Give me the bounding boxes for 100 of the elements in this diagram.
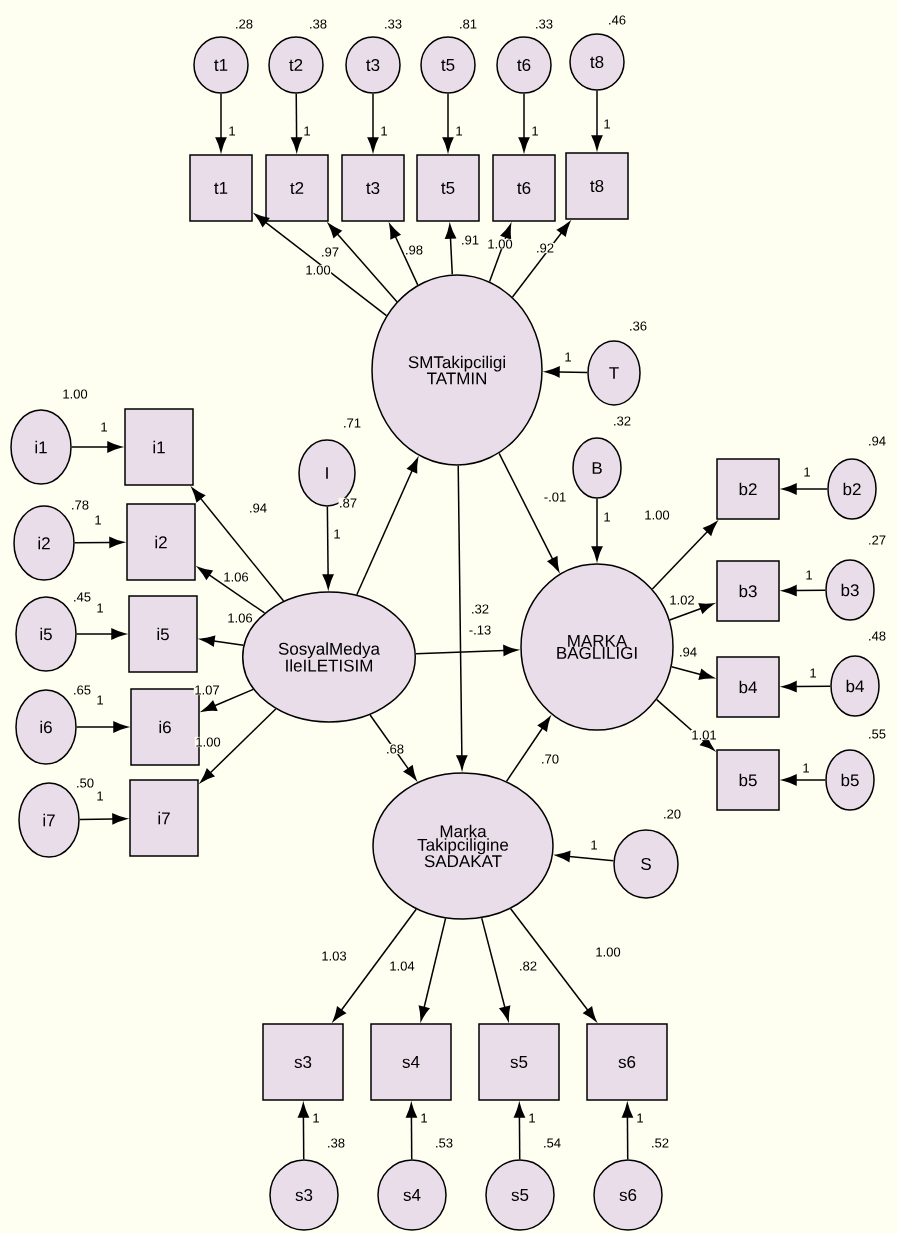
variance-label: .27 bbox=[869, 535, 886, 545]
observed-box: t8 bbox=[565, 152, 629, 220]
arrow bbox=[591, 90, 603, 150]
arrow bbox=[389, 223, 419, 286]
variance-label: .55 bbox=[869, 729, 886, 739]
variance-label: .94 bbox=[869, 436, 886, 446]
arrow bbox=[297, 1103, 309, 1160]
variance-label: .54 bbox=[544, 1138, 561, 1148]
edge-label: .32 bbox=[470, 603, 490, 615]
arrow bbox=[555, 851, 615, 862]
variance-label: .38 bbox=[328, 1138, 345, 1148]
edge-label: 1 bbox=[95, 603, 105, 613]
edge-label: 1 bbox=[311, 1113, 321, 1123]
arrow bbox=[76, 721, 128, 733]
arrow bbox=[651, 521, 718, 590]
arrow bbox=[670, 666, 714, 680]
edge-label: .98 bbox=[404, 244, 424, 256]
edge-label: 1 bbox=[454, 126, 464, 136]
observed-box: b3 bbox=[716, 560, 780, 622]
arrow bbox=[782, 585, 826, 596]
edge-label: 1 bbox=[602, 512, 612, 522]
arrow bbox=[511, 221, 571, 298]
variance-label: .32 bbox=[614, 416, 631, 426]
edge-label: 1 bbox=[419, 1113, 429, 1123]
edge-label: 1 bbox=[93, 515, 103, 525]
edge-label: 1 bbox=[589, 840, 599, 850]
observed-box: i1 bbox=[124, 408, 194, 486]
edge-label: 1 bbox=[527, 1113, 537, 1123]
arrow bbox=[254, 213, 388, 317]
variance-label: .20 bbox=[664, 809, 681, 819]
arrow bbox=[215, 93, 227, 152]
variance-label: .46 bbox=[609, 15, 626, 25]
edge-label: .87 bbox=[338, 497, 358, 509]
edge-label: 1.07 bbox=[193, 684, 221, 696]
variance-label: .33 bbox=[385, 19, 402, 29]
observed-box: t5 bbox=[416, 154, 480, 222]
variance-label: .38 bbox=[310, 19, 327, 29]
edge-label: 1 bbox=[804, 570, 814, 580]
edge-label: 1 bbox=[563, 352, 573, 362]
variance-label: .45 bbox=[74, 592, 91, 602]
arrow bbox=[656, 698, 715, 751]
variance-label: .28 bbox=[236, 19, 253, 29]
edge-label: 1 bbox=[635, 1113, 645, 1123]
edge-label: .94 bbox=[248, 502, 268, 514]
observed-box: b2 bbox=[716, 458, 780, 520]
arrow bbox=[488, 224, 512, 283]
arrow bbox=[291, 93, 303, 152]
arrow bbox=[513, 1103, 525, 1160]
arrow bbox=[518, 93, 530, 152]
observed-box: s6 bbox=[586, 1023, 668, 1101]
arrow bbox=[498, 452, 560, 572]
edge-label: -.01 bbox=[543, 491, 567, 503]
edge-label: .82 bbox=[518, 960, 538, 972]
arrow bbox=[591, 498, 603, 561]
arrow bbox=[202, 688, 254, 712]
edge-label: 1.00 bbox=[643, 509, 671, 521]
edge-label: 1.04 bbox=[388, 960, 416, 972]
arrow bbox=[668, 603, 714, 621]
arrow bbox=[79, 813, 127, 825]
variance-label: .81 bbox=[460, 19, 477, 29]
variance-label: .52 bbox=[652, 1138, 669, 1148]
arrow bbox=[356, 457, 419, 596]
arrow bbox=[545, 366, 588, 378]
arrow bbox=[74, 536, 124, 548]
edge-label: 1 bbox=[302, 126, 312, 136]
variance-label: .71 bbox=[344, 418, 361, 428]
edge-label: 1 bbox=[530, 126, 540, 136]
observed-box: b5 bbox=[716, 749, 780, 811]
arrow bbox=[415, 645, 518, 656]
edge-label: 1 bbox=[332, 529, 342, 539]
arrow bbox=[405, 1103, 417, 1160]
arrow bbox=[782, 774, 826, 786]
arrow bbox=[621, 1103, 633, 1160]
edge-label: .94 bbox=[678, 646, 698, 658]
edge-label: 1 bbox=[379, 126, 389, 136]
arrow bbox=[369, 714, 417, 781]
edge-label: 1 bbox=[95, 695, 105, 705]
variance-label: .78 bbox=[72, 500, 89, 510]
arrow bbox=[191, 487, 285, 602]
arrow bbox=[328, 223, 398, 303]
observed-box: s3 bbox=[262, 1023, 344, 1101]
edge-label: 1.03 bbox=[320, 950, 348, 962]
edge-label: 1.00 bbox=[194, 736, 222, 748]
variance-label: .53 bbox=[436, 1138, 453, 1148]
edge-label: 1 bbox=[602, 119, 612, 129]
observed-box: i5 bbox=[128, 595, 198, 673]
variance-label: .48 bbox=[869, 631, 886, 641]
observed-box: b4 bbox=[716, 656, 780, 718]
arrow bbox=[509, 908, 597, 1022]
variance-label: .33 bbox=[536, 19, 553, 29]
edge-label: 1.01 bbox=[690, 729, 718, 741]
edge-label: 1.00 bbox=[486, 238, 514, 250]
variance-label: .50 bbox=[77, 778, 94, 788]
edge-label: 1 bbox=[801, 763, 811, 773]
observed-box: i2 bbox=[126, 503, 196, 581]
edge-label: 1.00 bbox=[304, 264, 332, 276]
edge-label: .91 bbox=[460, 234, 480, 246]
edge-label: 1 bbox=[227, 126, 237, 136]
arrow bbox=[367, 93, 379, 152]
observed-box: t6 bbox=[492, 154, 556, 222]
